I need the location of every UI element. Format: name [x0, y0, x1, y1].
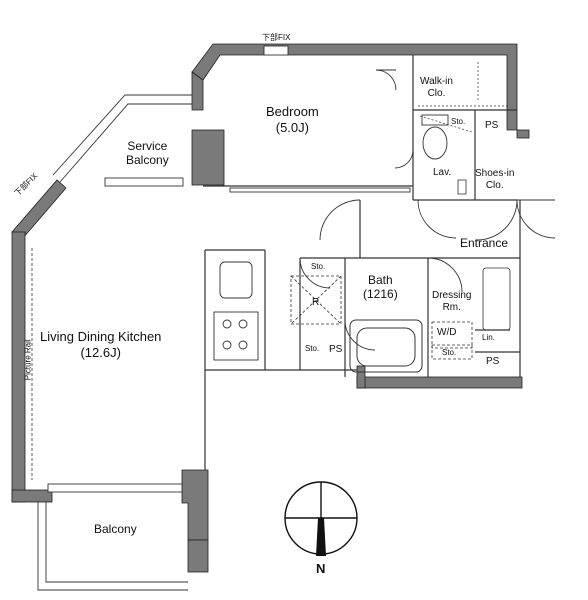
pipe-space-top-label: PS [485, 120, 499, 131]
bedroom-size: (5.0J) [275, 119, 309, 135]
storage-dressing-label: Sto. [442, 348, 457, 357]
balcony-outlines [37, 94, 192, 591]
balcony-label: Balcony [94, 522, 137, 536]
refrigerator-box [290, 275, 342, 325]
bath-label: Bath (1216) [363, 273, 398, 302]
bedroom-name: Bedroom [266, 104, 319, 119]
storage-top-label: Sto. [451, 117, 466, 126]
walk-in-line2: Clo. [427, 88, 446, 99]
bath-name: Bath [368, 273, 393, 287]
walk-in-closet-label: Walk-in Clo. [420, 76, 453, 100]
interior-walls [203, 55, 521, 470]
linen-label: Lin. [482, 333, 495, 342]
service-balcony-label: Service Balcony [126, 139, 169, 168]
toilet [421, 114, 449, 160]
bath-size: (1216) [363, 287, 398, 302]
dressing-line1: Dressing [432, 290, 472, 301]
storage-kitchen-label: Sto. [311, 262, 326, 271]
service-balcony-line1: Service [127, 139, 168, 153]
compass [284, 481, 358, 556]
washer-dryer-label: W/D [437, 327, 457, 338]
refrigerator-label: R [312, 297, 320, 308]
shoes-in-line2: Clo. [485, 180, 504, 191]
dressing-fixtures [431, 179, 511, 360]
picture-rail-label: Picture Rail [23, 339, 33, 381]
lavatory-label: Lav. [433, 167, 452, 178]
windows [47, 45, 411, 493]
shoes-in-closet-label: Shoes-in Clo. [475, 168, 514, 192]
dressing-line2: Rm. [442, 302, 461, 313]
exterior-walls [11, 43, 530, 573]
storage-lower-label: Sto. [305, 344, 320, 353]
window-note-top: 下部FIX [262, 33, 291, 42]
closet-rails [418, 62, 508, 133]
service-balcony-line2: Balcony [126, 153, 169, 168]
pipe-space-bottom-label: PS [486, 356, 500, 367]
shoes-in-line1: Shoes-in [475, 168, 515, 179]
kitchen-fixtures [213, 261, 259, 361]
ldk-name: Living Dining Kitchen [40, 329, 162, 344]
compass-north-label: N [316, 561, 326, 576]
ldk-size: (12.6J) [80, 344, 121, 360]
pipe-space-mid-label: PS [329, 344, 343, 355]
dressing-room-label: Dressing Rm. [432, 290, 471, 314]
walk-in-line1: Walk-in [420, 76, 453, 87]
ldk-label: Living Dining Kitchen (12.6J) [40, 329, 161, 360]
entrance-label: Entrance [460, 236, 509, 250]
bathtub [349, 319, 423, 373]
door-swings [299, 69, 556, 351]
bedroom-label: Bedroom (5.0J) [266, 104, 319, 135]
